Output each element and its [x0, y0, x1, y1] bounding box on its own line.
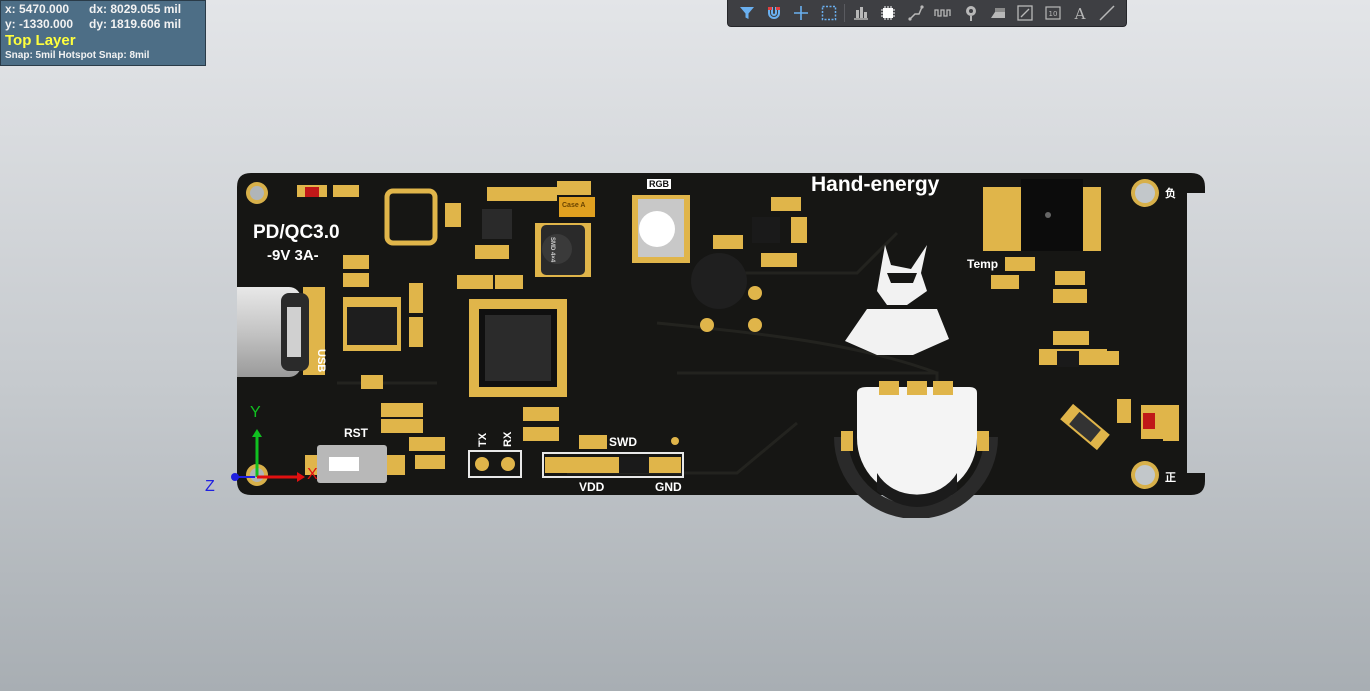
svg-text:10: 10 [1048, 10, 1057, 18]
coordinate-readout: x: 5470.000 dx: 8029.055 mil y: -1330.00… [0, 0, 206, 66]
mosfet [752, 217, 780, 243]
active-bar-toolbar: 10 A [727, 0, 1127, 27]
y-value: -1330.000 [19, 17, 74, 31]
dimension-icon: 10 [1044, 6, 1061, 20]
swd-header [542, 437, 684, 478]
dimension-button[interactable]: 10 [1040, 2, 1065, 24]
toolbar-separator [844, 4, 846, 22]
sot-ic [482, 209, 512, 239]
align-button[interactable] [848, 2, 873, 24]
tx-label: TX [477, 432, 489, 447]
usb-c-connector [237, 287, 325, 377]
gnd-label: GND [655, 480, 682, 494]
via-icon [965, 6, 976, 21]
filter-icon [739, 7, 754, 19]
polygon-pour-button[interactable] [985, 2, 1010, 24]
route-icon [908, 5, 924, 21]
axis-x-label: X [307, 466, 318, 483]
led-red-2 [1143, 413, 1155, 429]
battery-holder [834, 381, 998, 518]
select-rect-button[interactable] [816, 2, 841, 24]
snap-settings: Snap: 5mil Hotspot Snap: 8mil [5, 50, 150, 61]
snap-magnet-button[interactable] [761, 2, 786, 24]
axis-y-label: Y [250, 404, 261, 421]
place-via-button[interactable] [958, 2, 983, 24]
interactive-route-button[interactable] [903, 2, 928, 24]
rgb-led [632, 195, 690, 263]
tune-icon [934, 9, 951, 17]
component-icon [881, 6, 896, 20]
uart-header [468, 450, 522, 478]
buzzer [691, 253, 762, 332]
magnet-icon [768, 7, 781, 19]
pcb-board-render [237, 173, 1205, 518]
place-crosshair-button[interactable] [789, 2, 814, 24]
pcb-3d-view[interactable]: PD/QC3.0 -9V 3A- Hand-energy USB RGB Tem… [237, 173, 1205, 518]
axis-z-label: Z [205, 478, 215, 495]
axis-gizmo [231, 429, 305, 482]
current-layer: Top Layer [5, 32, 76, 49]
crosshair-icon [794, 6, 809, 20]
dy-label: dy: [89, 17, 107, 31]
text-icon: A [1074, 5, 1086, 22]
cap-label: Case A [562, 202, 586, 209]
rx-label: RX [502, 431, 514, 447]
dx-label: dx: [89, 2, 107, 16]
polygon-icon [990, 8, 1005, 18]
select-rect-icon [821, 5, 836, 21]
filter-button[interactable] [734, 2, 759, 24]
temp-connector [983, 179, 1101, 251]
swd-label: SWD [609, 435, 637, 449]
vdd-label: VDD [579, 480, 605, 494]
dy-value: 1819.606 mil [110, 17, 182, 31]
place-line-button[interactable] [1095, 2, 1120, 24]
brand-label: Hand-energy [811, 173, 940, 196]
line-icon [1099, 5, 1115, 21]
passives [297, 181, 1179, 469]
tantalum-cap [559, 197, 595, 217]
sot-transistor [1057, 351, 1079, 367]
battery-positive-label: 正 [1165, 472, 1176, 484]
mcu-qfp [469, 299, 567, 397]
x-label: x: [5, 2, 16, 16]
temp-label: Temp [967, 257, 999, 271]
ic-soic8 [343, 297, 401, 351]
reset-button-footprint [305, 445, 405, 483]
board-title: PD/QC3.0 [253, 222, 340, 243]
dx-value: 8029.055 mil [110, 2, 182, 16]
place-text-button[interactable]: A [1067, 2, 1092, 24]
place-region-button[interactable] [1013, 2, 1038, 24]
inductor-label: SMD 4×4 [549, 237, 555, 263]
rgb-label: RGB [647, 179, 671, 189]
battery-negative-label: 负 [1165, 188, 1176, 200]
mascot-logo [845, 245, 949, 355]
board-subtitle: -9V 3A- [267, 247, 319, 264]
led-red [305, 187, 319, 197]
rst-label: RST [344, 426, 368, 440]
y-label: y: [5, 17, 16, 31]
length-tune-button[interactable] [930, 2, 955, 24]
align-icon [854, 7, 869, 20]
usb-label: USB [315, 349, 327, 373]
svg-text:A: A [1074, 5, 1086, 22]
diode-angled [1060, 403, 1110, 451]
inductor [535, 223, 591, 277]
x-value: 5470.000 [19, 2, 70, 16]
region-icon [1017, 5, 1033, 21]
place-component-button[interactable] [876, 2, 901, 24]
